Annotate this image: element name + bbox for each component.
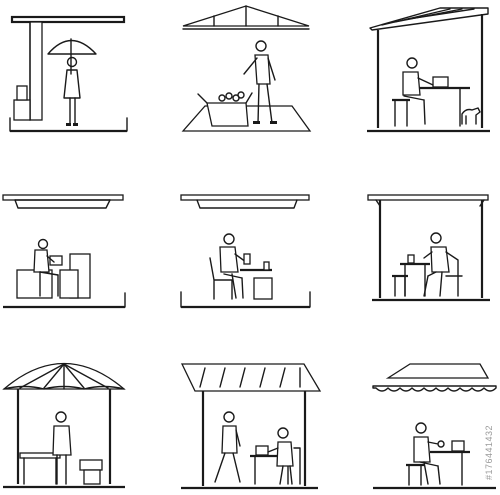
- scene-canopy-coffee: [367, 194, 490, 302]
- stock-watermark-id: #176441432: [484, 424, 494, 480]
- cup-icon: [243, 253, 251, 265]
- box-icon: [206, 102, 249, 127]
- scene-umbrella-counter: [2, 363, 126, 489]
- scene-canopy-reading: [2, 194, 126, 309]
- mug-icon: [437, 440, 445, 448]
- person-head-icon: [66, 56, 78, 68]
- scene-umbrella-shelter: [9, 15, 128, 133]
- bottle-icon: [263, 261, 270, 271]
- dog-icon: [461, 107, 481, 125]
- book-icon: [49, 255, 63, 266]
- scene-pergola-laptop-dog: [367, 7, 490, 133]
- coffee-cup-icon: [407, 254, 415, 264]
- laptop-icon-2: [255, 445, 269, 456]
- umbrella-icon: [47, 39, 97, 55]
- scene-slatted-awning: [180, 363, 322, 490]
- laptop-icon: [432, 76, 449, 88]
- scene-scalloped-awning: [372, 363, 497, 490]
- scene-tent-box: [181, 5, 312, 132]
- laptop-icon-3: [451, 440, 465, 452]
- scene-canopy-eating: [180, 194, 311, 309]
